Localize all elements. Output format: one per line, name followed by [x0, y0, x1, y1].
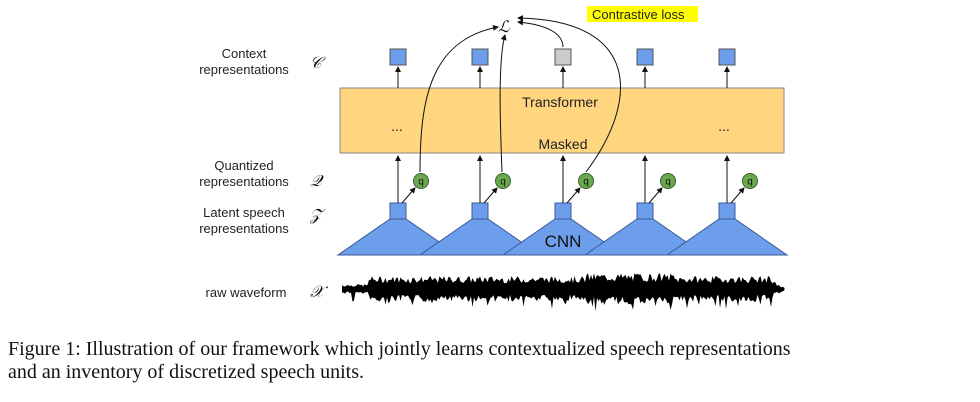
quantizer-node: [495, 173, 511, 189]
latent-to-quantizer-arrow: [401, 187, 416, 204]
quantizer-label: q: [583, 177, 589, 188]
framework-diagram: Context representations 𝒞 Quantized repr…: [199, 6, 789, 312]
quantizer-node: [660, 173, 676, 189]
latent-to-quantizer-arrow: [483, 187, 498, 204]
loss-curve-q3: [517, 15, 622, 173]
latent-box: [471, 202, 489, 220]
quantized-row-label: Quantized representations 𝒬: [199, 158, 324, 190]
quantizer-label: q: [418, 177, 424, 188]
masked-label: Masked: [538, 136, 587, 152]
latent-to-quantizer-arrow: [566, 187, 581, 204]
latent-box: [554, 202, 572, 220]
left-ellipsis: ...: [391, 118, 403, 134]
latent-to-quantizer-arrow: [730, 187, 745, 204]
masked-context-box: [554, 48, 572, 66]
quantizer-node: [742, 173, 758, 189]
contrastive-loss-connections: [419, 15, 622, 173]
context-box: [471, 48, 489, 66]
context-symbol: 𝒞: [310, 53, 326, 72]
cnn-label: CNN: [545, 232, 582, 251]
quantizer-label: q: [500, 177, 506, 188]
context-label-line2: representations: [199, 62, 289, 77]
quantized-symbol: 𝒬: [310, 171, 324, 190]
context-box: [718, 48, 736, 66]
latent-row-label: Latent speech representations 𝒵: [199, 205, 326, 236]
context-box: [389, 48, 407, 66]
transformer-label: Transformer: [522, 94, 598, 110]
latent-label-line2: representations: [199, 221, 289, 236]
quantized-label-line2: representations: [199, 174, 289, 189]
loss-curve-q2: [499, 34, 507, 173]
latent-symbol: 𝒵: [309, 205, 326, 224]
latent-to-quantizer-arrow: [648, 187, 663, 204]
latent-label-line1: Latent speech: [203, 205, 285, 220]
contrastive-loss-label: Contrastive loss: [592, 7, 685, 22]
latent-box: [718, 202, 736, 220]
quantized-label-line1: Quantized: [214, 158, 273, 173]
quantizer-node: [413, 173, 429, 189]
caption-line1: Figure 1: Illustration of our framework …: [8, 338, 791, 360]
raw-waveform: [342, 273, 785, 312]
raw-waveform-label: raw waveform: [206, 285, 287, 300]
transformer-block: [339, 87, 785, 154]
cnn-trapezoid: [665, 218, 789, 256]
figure-caption: Figure 1: Illustration of our framework …: [8, 338, 980, 384]
right-ellipsis: ...: [718, 118, 730, 134]
caption-line2: and an inventory of discretized speech u…: [8, 361, 364, 383]
latent-box: [636, 202, 654, 220]
contrastive-loss-highlight: [587, 6, 698, 22]
context-box: [636, 48, 654, 66]
quantizer-node: [578, 173, 594, 189]
loss-curve-q1: [419, 24, 499, 173]
loss-curve-masked-context: [517, 19, 564, 48]
context-label-line1: Context: [222, 46, 267, 61]
raw-symbol: 𝒳: [310, 282, 329, 301]
raw-row-label: raw waveform 𝒳: [206, 282, 329, 301]
quantizer-label: q: [665, 177, 671, 188]
quantizer-label: q: [747, 177, 753, 188]
context-row-label: Context representations 𝒞: [199, 46, 326, 77]
loss-symbol: ℒ: [498, 17, 510, 36]
latent-box: [389, 202, 407, 220]
